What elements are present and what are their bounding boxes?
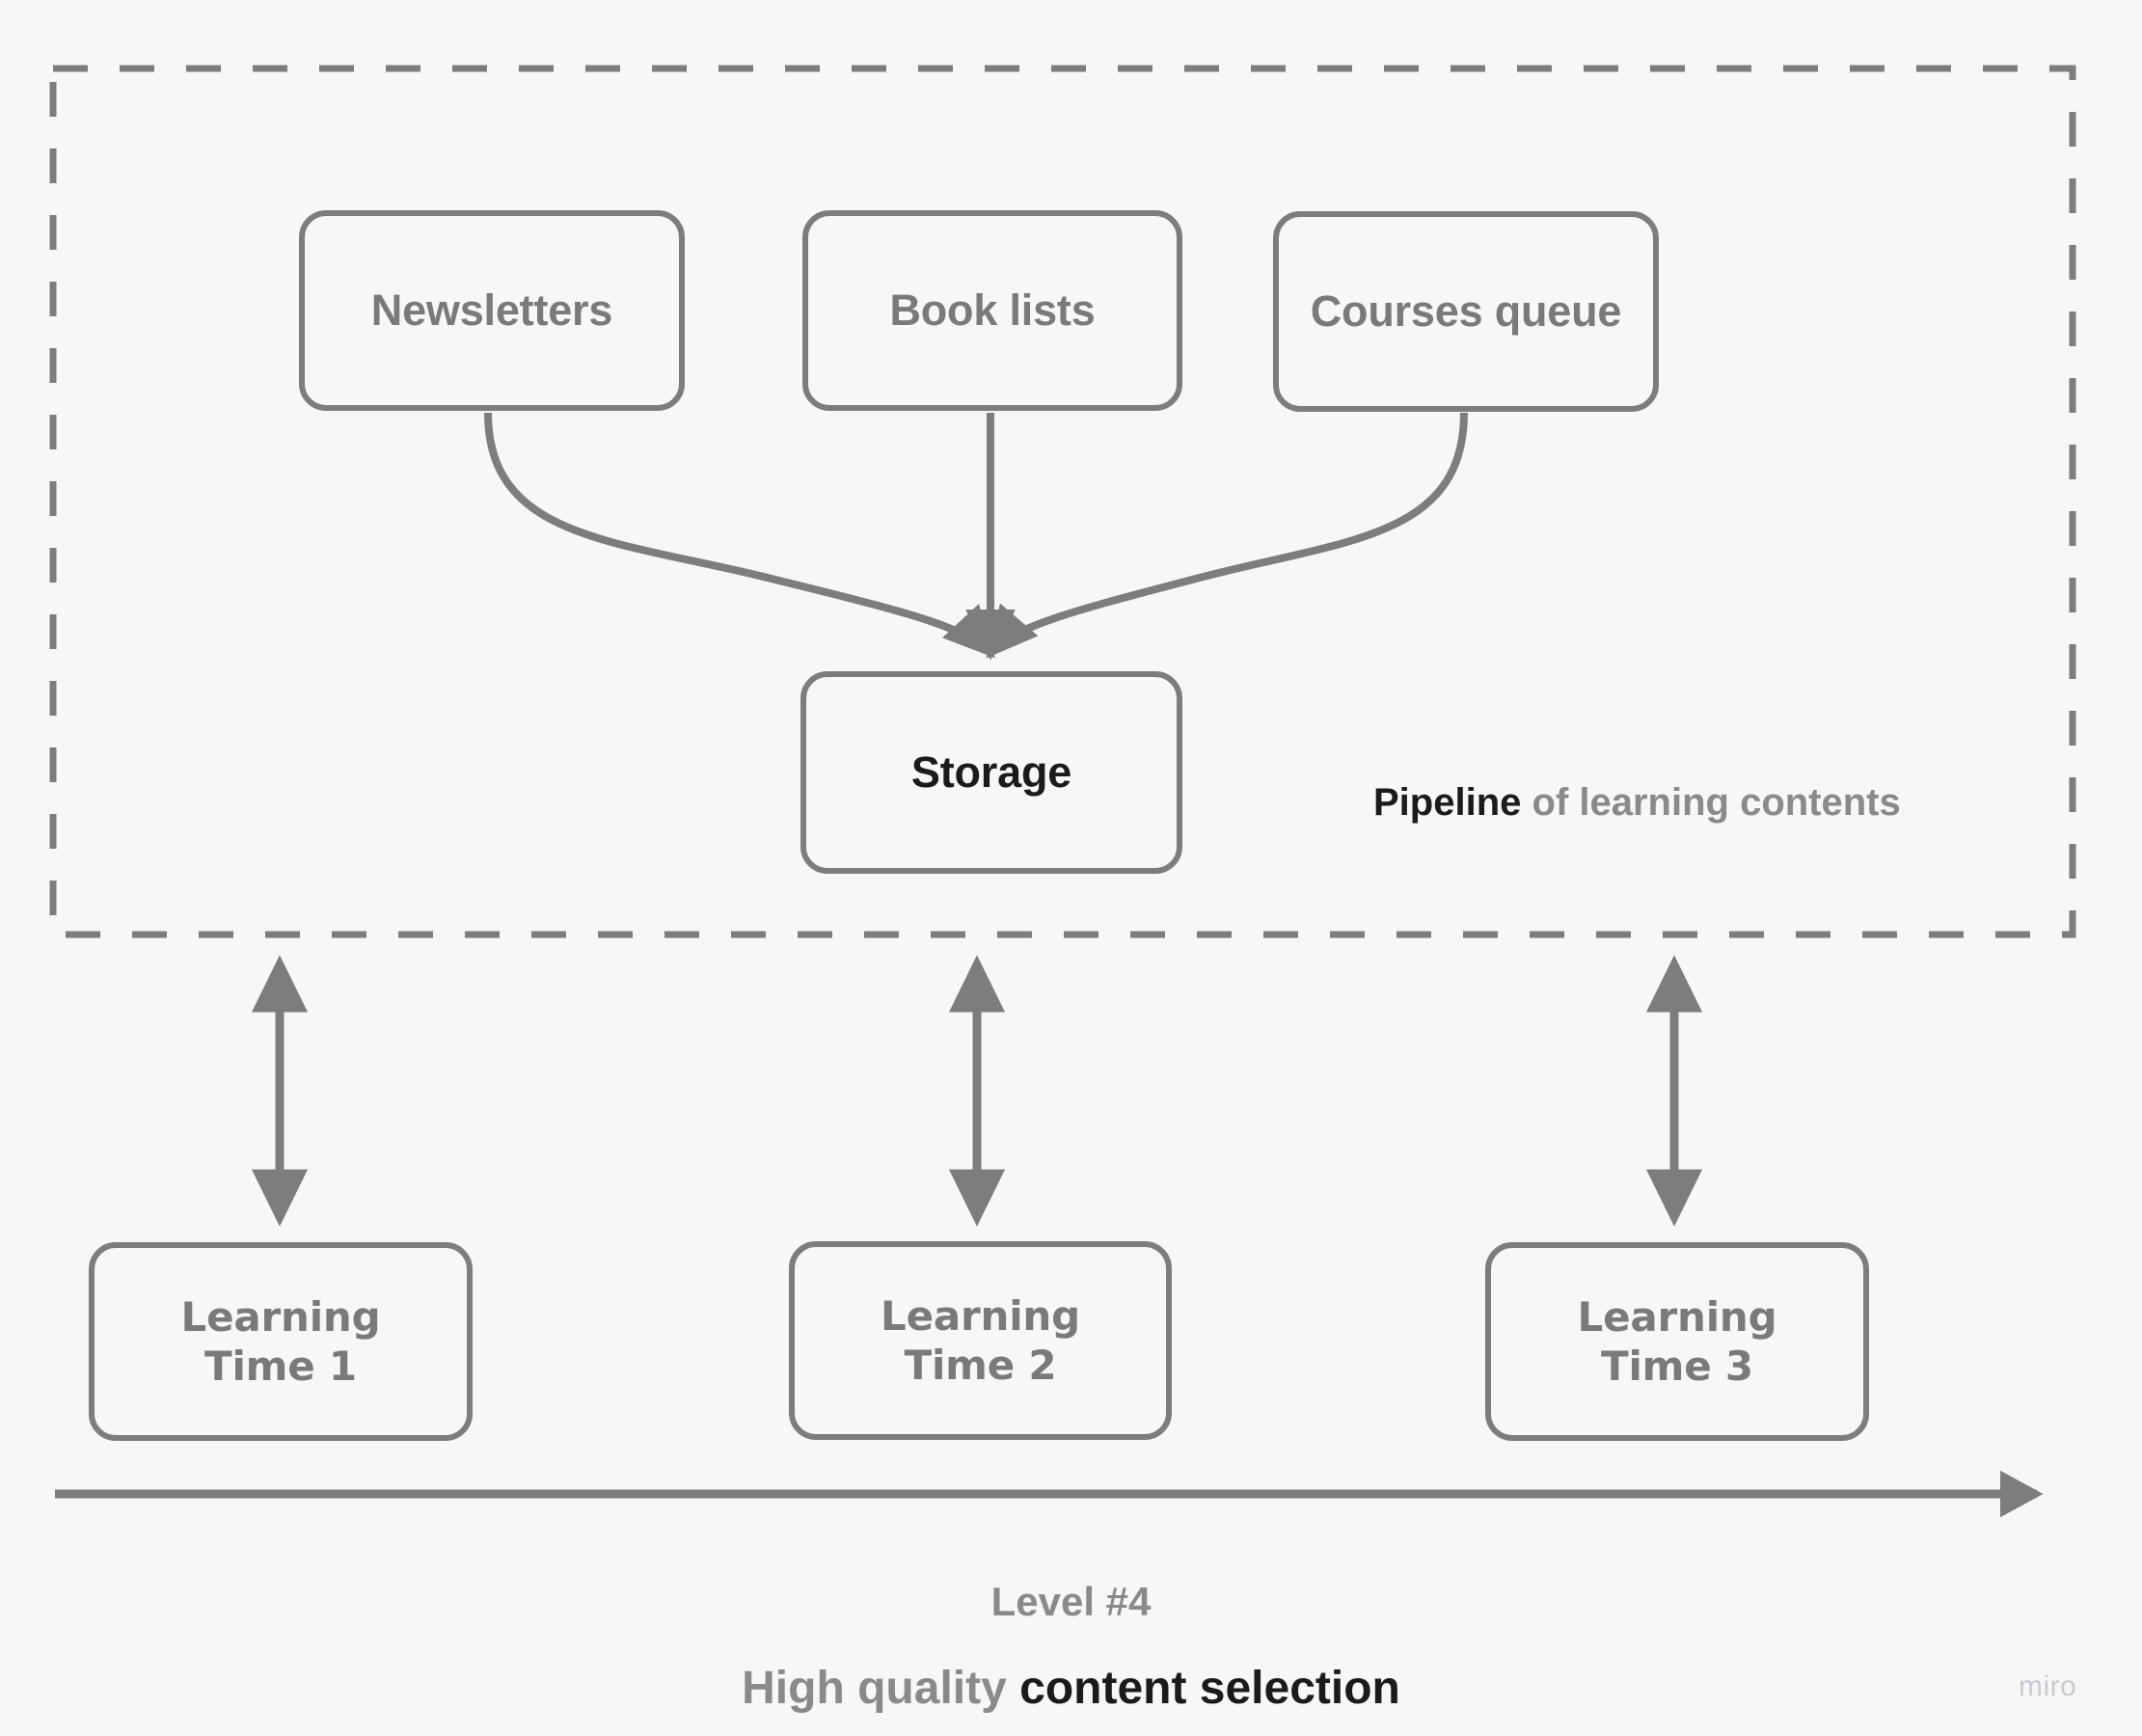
lt1-line2: Time 1 (204, 1343, 357, 1390)
node-learning-time-2-label: Learning Time 2 (881, 1291, 1080, 1390)
connector-newsletters-to-storage (484, 412, 995, 659)
node-learning-time-1-label: Learning Time 1 (181, 1292, 381, 1391)
node-learning-time-3-label: Learning Time 3 (1578, 1292, 1777, 1391)
node-book-lists[interactable]: Book lists (802, 210, 1182, 411)
node-learning-time-1[interactable]: Learning Time 1 (89, 1242, 473, 1441)
lt2-line1: Learning (881, 1291, 1080, 1340)
node-learning-time-3[interactable]: Learning Time 3 (1485, 1242, 1869, 1441)
lt2-line2: Time 2 (904, 1342, 1057, 1389)
node-book-lists-label: Book lists (889, 285, 1096, 335)
miro-watermark: miro (2019, 1670, 2077, 1702)
node-storage-label: Storage (910, 746, 1072, 797)
main-title: High quality content selection (0, 1662, 2142, 1715)
node-newsletters[interactable]: Newsletters (299, 210, 685, 411)
node-newsletters-label: Newsletters (370, 285, 613, 335)
main-title-strong: content selection (1019, 1663, 1400, 1714)
main-title-soft: High quality (742, 1663, 1020, 1714)
node-learning-time-2[interactable]: Learning Time 2 (789, 1241, 1172, 1440)
node-courses-queue-label: Courses queue (1310, 285, 1622, 336)
pipeline-group-caption: Pipeline of learning contents (1373, 781, 1901, 825)
connector-coursesqueue-to-storage (986, 412, 1468, 659)
lt3-line1: Learning (1577, 1292, 1777, 1341)
node-courses-queue[interactable]: Courses queue (1273, 211, 1659, 412)
pipeline-caption-strong: Pipeline (1373, 781, 1522, 824)
lt1-line1: Learning (180, 1292, 381, 1341)
node-storage[interactable]: Storage (800, 671, 1182, 874)
pipeline-group-boundary (49, 65, 2076, 938)
pipeline-caption-soft: of learning contents (1521, 781, 1901, 824)
level-title: Level #4 (990, 1579, 1152, 1624)
lt3-line2: Time 3 (1601, 1343, 1753, 1390)
